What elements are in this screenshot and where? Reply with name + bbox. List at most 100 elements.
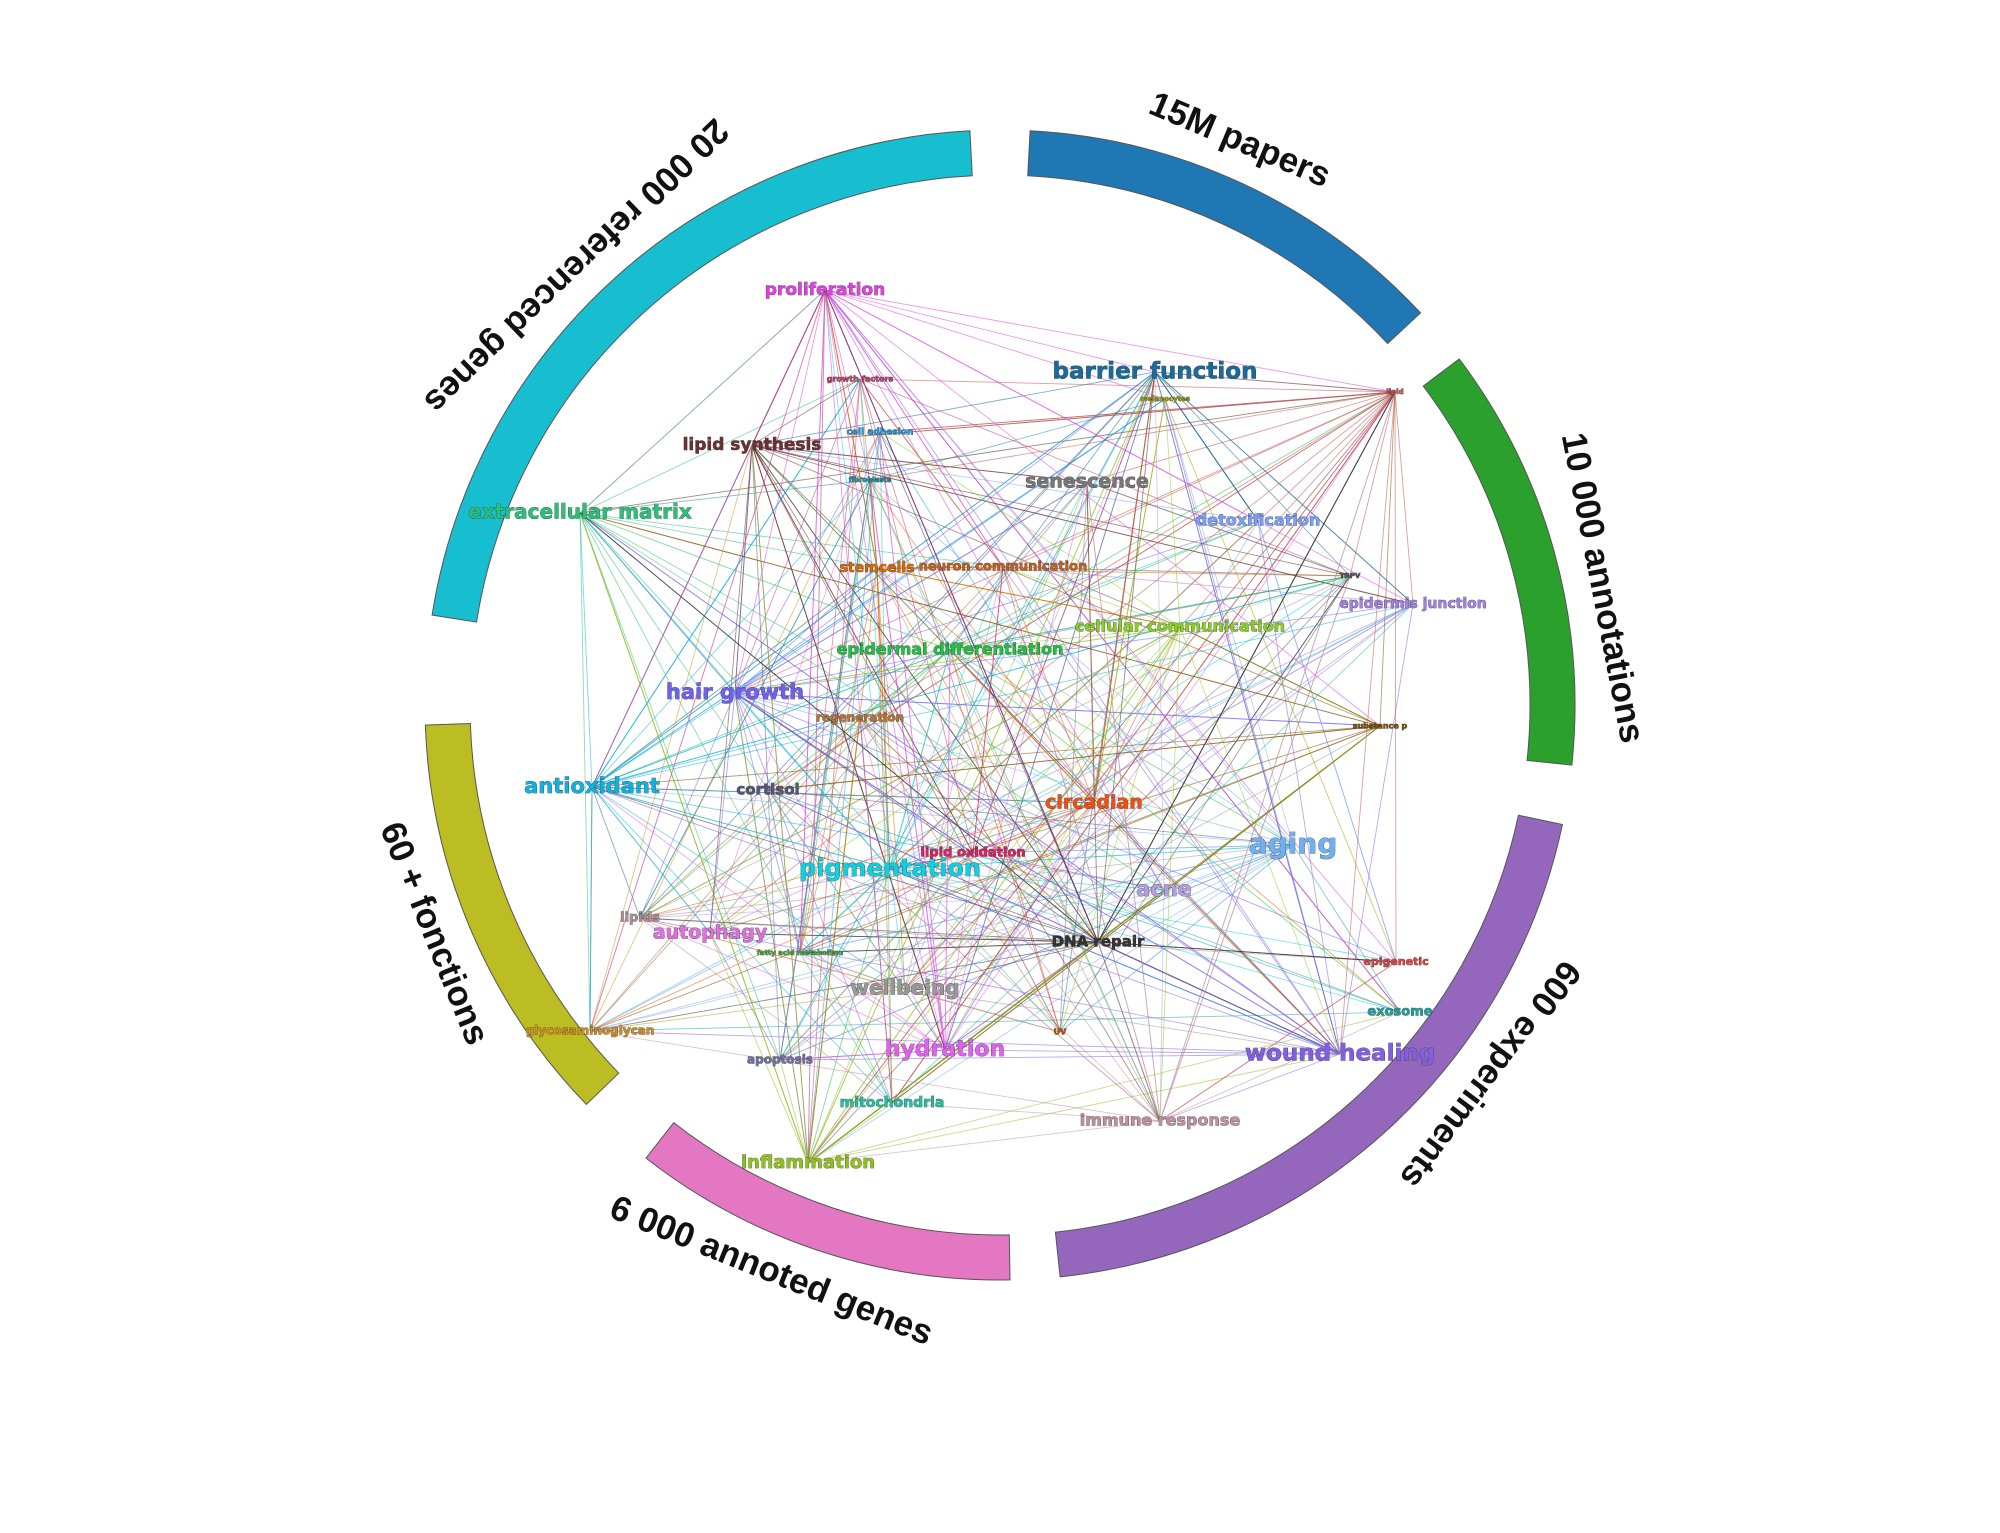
network-edges — [579, 289, 1414, 1164]
network-edge — [949, 649, 1161, 1122]
network-node-label: hair growth — [666, 680, 804, 704]
network-edge — [591, 398, 1166, 788]
network-edge — [799, 952, 906, 990]
network-edge — [944, 371, 1156, 1051]
network-edge — [751, 444, 1061, 1033]
network-edge — [799, 952, 893, 1104]
network-node-label: neuron communication — [919, 560, 1087, 575]
network-edge — [1097, 844, 1294, 943]
network-edge — [579, 512, 781, 1061]
network-edge — [579, 512, 1061, 1033]
network-edge — [824, 289, 1294, 846]
network-edge — [579, 512, 591, 1032]
network-node-label: cellular communication — [1075, 617, 1285, 636]
network-edge — [1159, 1011, 1401, 1122]
network-edge — [1154, 371, 1414, 605]
network-edge — [889, 566, 1004, 870]
network-edge — [944, 1049, 1341, 1055]
network-edge — [869, 391, 1396, 481]
network-edge — [859, 717, 1099, 943]
network-edge — [944, 391, 1396, 1051]
network-edge — [972, 802, 1095, 854]
ring-segment — [645, 1121, 1011, 1281]
network-edge — [1159, 575, 1351, 1122]
network-edge — [859, 378, 1351, 577]
network-edge — [972, 852, 1401, 1013]
network-edge — [734, 692, 801, 954]
network-edge — [1379, 391, 1396, 727]
network-edge — [807, 1102, 893, 1164]
network-edge — [779, 575, 1351, 1061]
network-edge — [779, 868, 891, 1061]
network-edge — [1164, 398, 1181, 628]
network-node-label: detoxification — [1196, 511, 1320, 530]
network-node-label: TRPV — [1340, 572, 1361, 580]
network-edge — [859, 717, 1161, 1122]
network-edge — [807, 844, 1294, 1164]
network-edge — [904, 941, 1099, 990]
network-node-label: UV — [1054, 1028, 1067, 1037]
network-edge — [1097, 941, 1397, 963]
network-edge — [889, 371, 1156, 870]
network-edge — [591, 786, 711, 934]
network-edge — [591, 786, 946, 1051]
network-edge — [579, 512, 1165, 891]
ring-segment — [431, 130, 973, 623]
network-node-label: lipid synthesis — [683, 435, 822, 455]
network-edge — [807, 802, 1095, 1164]
network-edge — [579, 512, 1099, 943]
network-edge — [1002, 566, 1414, 605]
network-edge — [579, 512, 1381, 727]
network-edge — [1002, 566, 1341, 1055]
network-edge — [859, 378, 1396, 393]
network-edge — [807, 378, 861, 1164]
network-edge — [767, 789, 1341, 1055]
network-edge — [1059, 626, 1181, 1033]
network-edge — [591, 649, 951, 788]
network-edge — [639, 889, 1165, 919]
network-edge — [591, 786, 1294, 846]
network-edge — [889, 868, 1341, 1055]
network-edge — [949, 520, 1259, 651]
network-edge — [779, 479, 871, 1061]
network-edge — [767, 789, 1161, 1122]
network-edge — [734, 444, 753, 694]
network-edge — [807, 725, 1381, 1164]
network-edge — [879, 431, 1099, 943]
network-edge — [879, 431, 1165, 891]
network-edge — [1164, 398, 1397, 963]
network-edge — [807, 626, 1181, 1164]
network-edge — [799, 289, 826, 954]
network-edge — [579, 289, 826, 514]
network-edge — [1164, 398, 1294, 846]
network-edge — [767, 789, 801, 954]
network-edge — [639, 717, 861, 919]
network-edge — [589, 725, 1381, 1032]
network-edge — [1002, 391, 1396, 568]
network-edge — [824, 289, 1259, 522]
network-edge — [1097, 391, 1396, 943]
network-node-label: stemcells — [840, 560, 915, 576]
network-edge — [734, 391, 1396, 694]
network-edge — [751, 444, 946, 1051]
network-edge — [709, 932, 1099, 943]
network-edge — [1002, 566, 1181, 628]
network-edge — [1179, 626, 1381, 727]
network-node-label: immune response — [1080, 1111, 1241, 1130]
network-edge — [589, 289, 826, 1032]
network-node-label: aging — [1249, 827, 1338, 860]
network-edge — [589, 603, 1414, 1032]
network-edge — [1159, 626, 1181, 1122]
network-edge — [891, 1102, 1161, 1122]
network-edge — [799, 567, 878, 954]
network-node-label: proliferation — [765, 280, 885, 300]
network-edge — [799, 941, 1099, 954]
network-edge — [824, 289, 1156, 373]
network-edge — [751, 444, 769, 791]
network-edge — [904, 802, 1095, 990]
network-edge — [589, 889, 1165, 1032]
network-edge — [869, 479, 878, 569]
network-edge — [751, 444, 1099, 943]
network-edge — [579, 391, 1396, 514]
network-edge — [639, 868, 891, 919]
